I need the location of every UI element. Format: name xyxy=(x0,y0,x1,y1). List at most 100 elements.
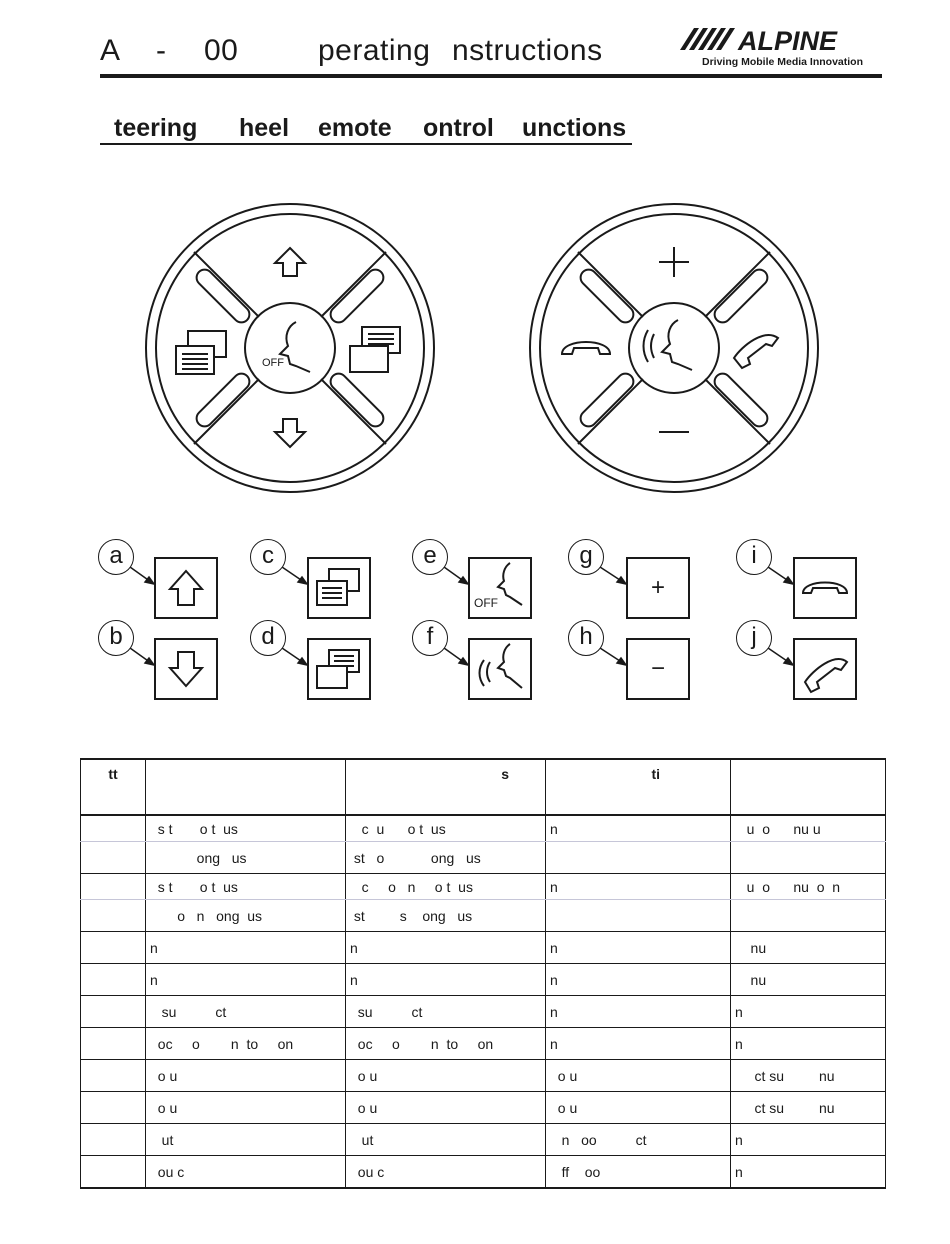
lr-bar xyxy=(329,372,385,428)
table-cell xyxy=(730,899,886,932)
table-header-cell: s xyxy=(345,758,546,816)
callout-a: a xyxy=(98,539,134,575)
table-cell: o u xyxy=(345,1091,546,1124)
key-d-screen-forward[interactable] xyxy=(307,638,371,700)
ur-bar xyxy=(329,268,385,324)
table-cell xyxy=(80,1091,146,1124)
table-cell: c u o t us xyxy=(345,815,546,842)
section-word-4: ontrol xyxy=(423,114,494,142)
pick-up-icon[interactable] xyxy=(732,334,780,370)
key-g-plus[interactable]: + xyxy=(626,557,690,619)
table-cell: ct su nu xyxy=(730,1091,886,1124)
section-word-5: unctions xyxy=(522,114,627,142)
document-title: A - 00 perating nstructions xyxy=(100,34,602,238)
table-cell: o u xyxy=(345,1059,546,1092)
table-row: o n ong us st s ong us xyxy=(80,899,886,932)
table-cell: n xyxy=(545,1027,731,1060)
table-cell: ong us xyxy=(145,841,346,874)
table-cell xyxy=(80,841,146,874)
table-cell: oc o n to on xyxy=(345,1027,546,1060)
callout-d: d xyxy=(250,620,286,656)
key-c-screen-back[interactable] xyxy=(307,557,371,619)
callout-b: b xyxy=(98,620,134,656)
table-cell: n xyxy=(730,1155,886,1189)
table-cell: o u xyxy=(545,1091,731,1124)
table-cell xyxy=(730,841,886,874)
table-cell xyxy=(80,1059,146,1092)
arrow-down-icon[interactable] xyxy=(272,418,308,449)
table-cell: c o n o t us xyxy=(345,873,546,900)
arrow-up-icon[interactable] xyxy=(272,246,308,277)
ll-bar xyxy=(195,372,251,428)
callout-e: e xyxy=(412,539,448,575)
table-cell: o u xyxy=(145,1059,346,1092)
section-underline xyxy=(100,143,632,145)
logo-tagline: Driving Mobile Media Innovation xyxy=(702,56,863,68)
logo-stripes-icon xyxy=(680,28,735,50)
key-a-up[interactable] xyxy=(154,557,218,619)
section-word-1: teering xyxy=(114,114,198,142)
table-cell: u o nu u xyxy=(730,815,886,842)
arrow-up-icon xyxy=(167,569,205,606)
title-part-a: A xyxy=(100,34,121,67)
voice-talk-icon xyxy=(478,643,523,689)
table-cell xyxy=(80,931,146,964)
pick-up-icon xyxy=(803,658,849,694)
key-h-minus[interactable]: − xyxy=(626,638,690,700)
ul-bar xyxy=(195,268,251,324)
key-b-down[interactable] xyxy=(154,638,218,700)
table-cell: n xyxy=(345,963,546,996)
table-cell: ut xyxy=(145,1123,346,1156)
title-part-c: 00 xyxy=(204,34,239,67)
callout-h: h xyxy=(568,620,604,656)
table-cell xyxy=(80,873,146,900)
table-cell: ut xyxy=(345,1123,546,1156)
table-cell: s t o t us xyxy=(145,873,346,900)
arrow-down-icon xyxy=(167,651,205,688)
table-cell: u o nu o n xyxy=(730,873,886,900)
table-cell: n xyxy=(545,931,731,964)
callout-f: f xyxy=(412,620,448,656)
table-cell: o n ong us xyxy=(145,899,346,932)
title-part-d: perating xyxy=(318,34,431,67)
table-cell xyxy=(545,899,731,932)
table-cell xyxy=(80,899,146,932)
plus-icon[interactable] xyxy=(659,247,689,277)
table-cell: st s ong us xyxy=(345,899,546,932)
section-word-3: emote xyxy=(318,114,392,142)
key-e-voice-off[interactable]: OFF xyxy=(468,557,532,619)
key-f-voice-talk[interactable] xyxy=(468,638,532,700)
table-cell: oc o n to on xyxy=(145,1027,346,1060)
key-j-pick-up[interactable] xyxy=(793,638,857,700)
table-cell xyxy=(545,841,731,874)
hang-up-icon[interactable] xyxy=(560,341,612,355)
screen-forward-icon xyxy=(316,649,360,689)
table-cell: n xyxy=(145,931,346,964)
table-cell: n xyxy=(545,815,731,842)
table-cell: ou c xyxy=(145,1155,346,1189)
table-cell: ou c xyxy=(345,1155,546,1189)
callout-i: i xyxy=(736,539,772,575)
table-cell: n xyxy=(730,1123,886,1156)
left-wheel-control: OFF xyxy=(145,203,435,493)
table-cell: ff oo xyxy=(545,1155,731,1189)
table-cell: n xyxy=(345,931,546,964)
key-i-hang-up[interactable] xyxy=(793,557,857,619)
table-cell: n xyxy=(730,1027,886,1060)
title-part-e: nstructions xyxy=(452,34,603,67)
screen-back-icon[interactable] xyxy=(175,330,227,375)
title-part-b: - xyxy=(156,34,167,67)
table-cell: nu xyxy=(730,963,886,996)
table-cell: ct su nu xyxy=(730,1059,886,1092)
table-cell: n xyxy=(145,963,346,996)
table-cell xyxy=(80,1155,146,1189)
table-header-cell: tt xyxy=(80,758,146,816)
screen-forward-icon[interactable] xyxy=(349,326,401,373)
alpine-logo: ALPINE Driving Mobile Media Innovation xyxy=(680,26,863,68)
table-cell: nu xyxy=(730,931,886,964)
